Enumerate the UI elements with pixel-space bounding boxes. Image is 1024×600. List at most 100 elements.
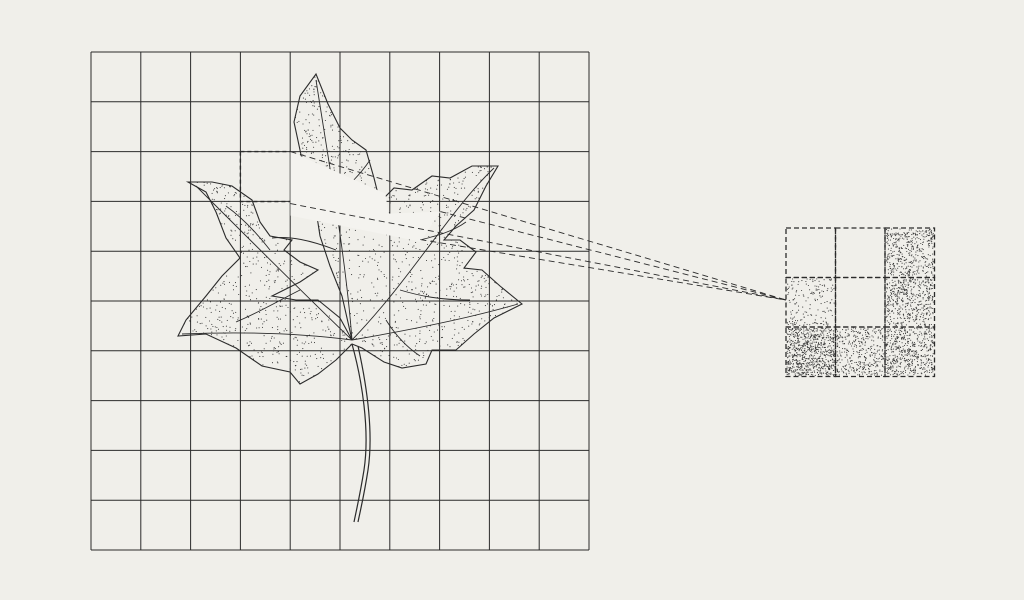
stipple-dot	[181, 180, 183, 182]
stipple-dot	[491, 191, 493, 193]
stipple-dot	[515, 81, 518, 83]
stipple-dot	[322, 357, 325, 359]
stipple-dot	[907, 298, 909, 300]
stipple-dot	[904, 293, 907, 295]
stipple-dot	[327, 326, 329, 328]
stipple-dot	[441, 148, 443, 151]
stipple-dot	[322, 380, 324, 383]
stipple-dot	[178, 72, 179, 73]
stipple-dot	[508, 133, 510, 136]
stipple-dot	[216, 242, 218, 244]
stipple-dot	[356, 136, 358, 138]
stipple-dot	[477, 348, 479, 350]
stipple-dot	[332, 156, 334, 158]
stipple-dot	[903, 274, 905, 276]
stipple-dot	[910, 250, 912, 252]
stipple-dot	[455, 203, 457, 205]
stipple-dot	[338, 147, 340, 149]
stipple-dot	[329, 79, 331, 81]
stipple-dot	[476, 219, 478, 221]
stipple-dot	[320, 347, 322, 349]
stipple-dot	[385, 78, 387, 80]
stipple-dot	[921, 307, 923, 309]
stipple-dot	[301, 137, 304, 139]
stipple-dot	[460, 187, 462, 189]
stipple-dot	[283, 171, 285, 173]
stipple-dot	[264, 181, 266, 183]
stipple-dot	[206, 368, 208, 370]
stipple-dot	[507, 259, 509, 261]
stipple-dot	[908, 318, 910, 320]
stipple-dot	[231, 347, 234, 349]
stipple-dot	[917, 297, 919, 299]
stipple-dot	[175, 263, 176, 264]
stipple-dot	[480, 163, 482, 165]
stipple-dot	[223, 383, 225, 384]
stipple-dot	[889, 264, 891, 266]
stipple-dot	[514, 220, 516, 222]
stipple-dot	[255, 130, 258, 132]
stipple-dot	[929, 297, 931, 299]
stipple-dot	[908, 274, 910, 276]
stipple-dot	[243, 195, 245, 197]
stipple-dot	[226, 381, 228, 383]
stipple-dot	[322, 95, 324, 97]
stipple-dot	[272, 353, 274, 355]
stipple-dot	[793, 281, 795, 283]
stipple-dot	[907, 248, 910, 250]
stipple-dot	[404, 250, 406, 252]
stipple-dot	[914, 298, 916, 300]
stipple-dot	[354, 78, 356, 80]
stipple-dot	[249, 341, 251, 343]
stipple-dot	[468, 158, 470, 160]
stipple-dot	[471, 194, 473, 196]
stipple-dot	[280, 373, 283, 375]
stipple-dot	[176, 285, 177, 286]
stipple-dot	[475, 174, 477, 177]
stipple-dot	[513, 222, 516, 224]
stipple-dot	[213, 378, 215, 380]
stipple-dot	[454, 172, 456, 174]
stipple-dot	[181, 383, 183, 384]
stipple-dot	[457, 133, 459, 136]
stipple-dot	[341, 85, 343, 87]
stipple-dot	[211, 192, 213, 194]
stipple-dot	[477, 132, 479, 134]
stipple-dot	[313, 105, 315, 107]
stipple-dot	[408, 194, 410, 196]
stipple-dot	[274, 158, 276, 160]
stipple-dot	[372, 334, 374, 336]
stipple-dot	[272, 153, 274, 155]
stipple-dot	[329, 115, 331, 117]
stipple-dot	[364, 257, 367, 260]
stipple-dot	[197, 232, 199, 234]
stipple-dot	[464, 90, 466, 93]
stipple-dot	[906, 266, 908, 268]
stipple-dot	[351, 332, 354, 334]
stipple-dot	[186, 123, 188, 125]
stipple-dot	[373, 364, 375, 366]
stipple-dot	[201, 226, 203, 228]
stipple-dot	[291, 74, 293, 76]
stipple-dot	[500, 369, 502, 371]
stipple-dot	[359, 153, 361, 155]
stipple-dot	[230, 373, 232, 375]
stipple-dot	[480, 210, 482, 212]
stipple-dot	[895, 283, 897, 285]
stipple-dot	[462, 375, 464, 378]
stipple-dot	[378, 154, 380, 156]
stipple-dot	[422, 74, 424, 75]
stipple-dot	[931, 264, 934, 266]
stipple-dot	[272, 178, 274, 180]
stipple-dot	[469, 153, 471, 155]
stipple-dot	[924, 293, 926, 296]
stipple-dot	[457, 177, 459, 179]
stipple-dot	[904, 247, 906, 249]
stipple-dot	[505, 194, 507, 196]
stipple-dot	[931, 232, 933, 234]
stipple-dot	[450, 286, 452, 288]
stipple-dot	[406, 158, 408, 160]
stipple-dot	[929, 232, 931, 234]
stipple-dot	[256, 133, 258, 135]
stipple-dot	[492, 187, 494, 189]
